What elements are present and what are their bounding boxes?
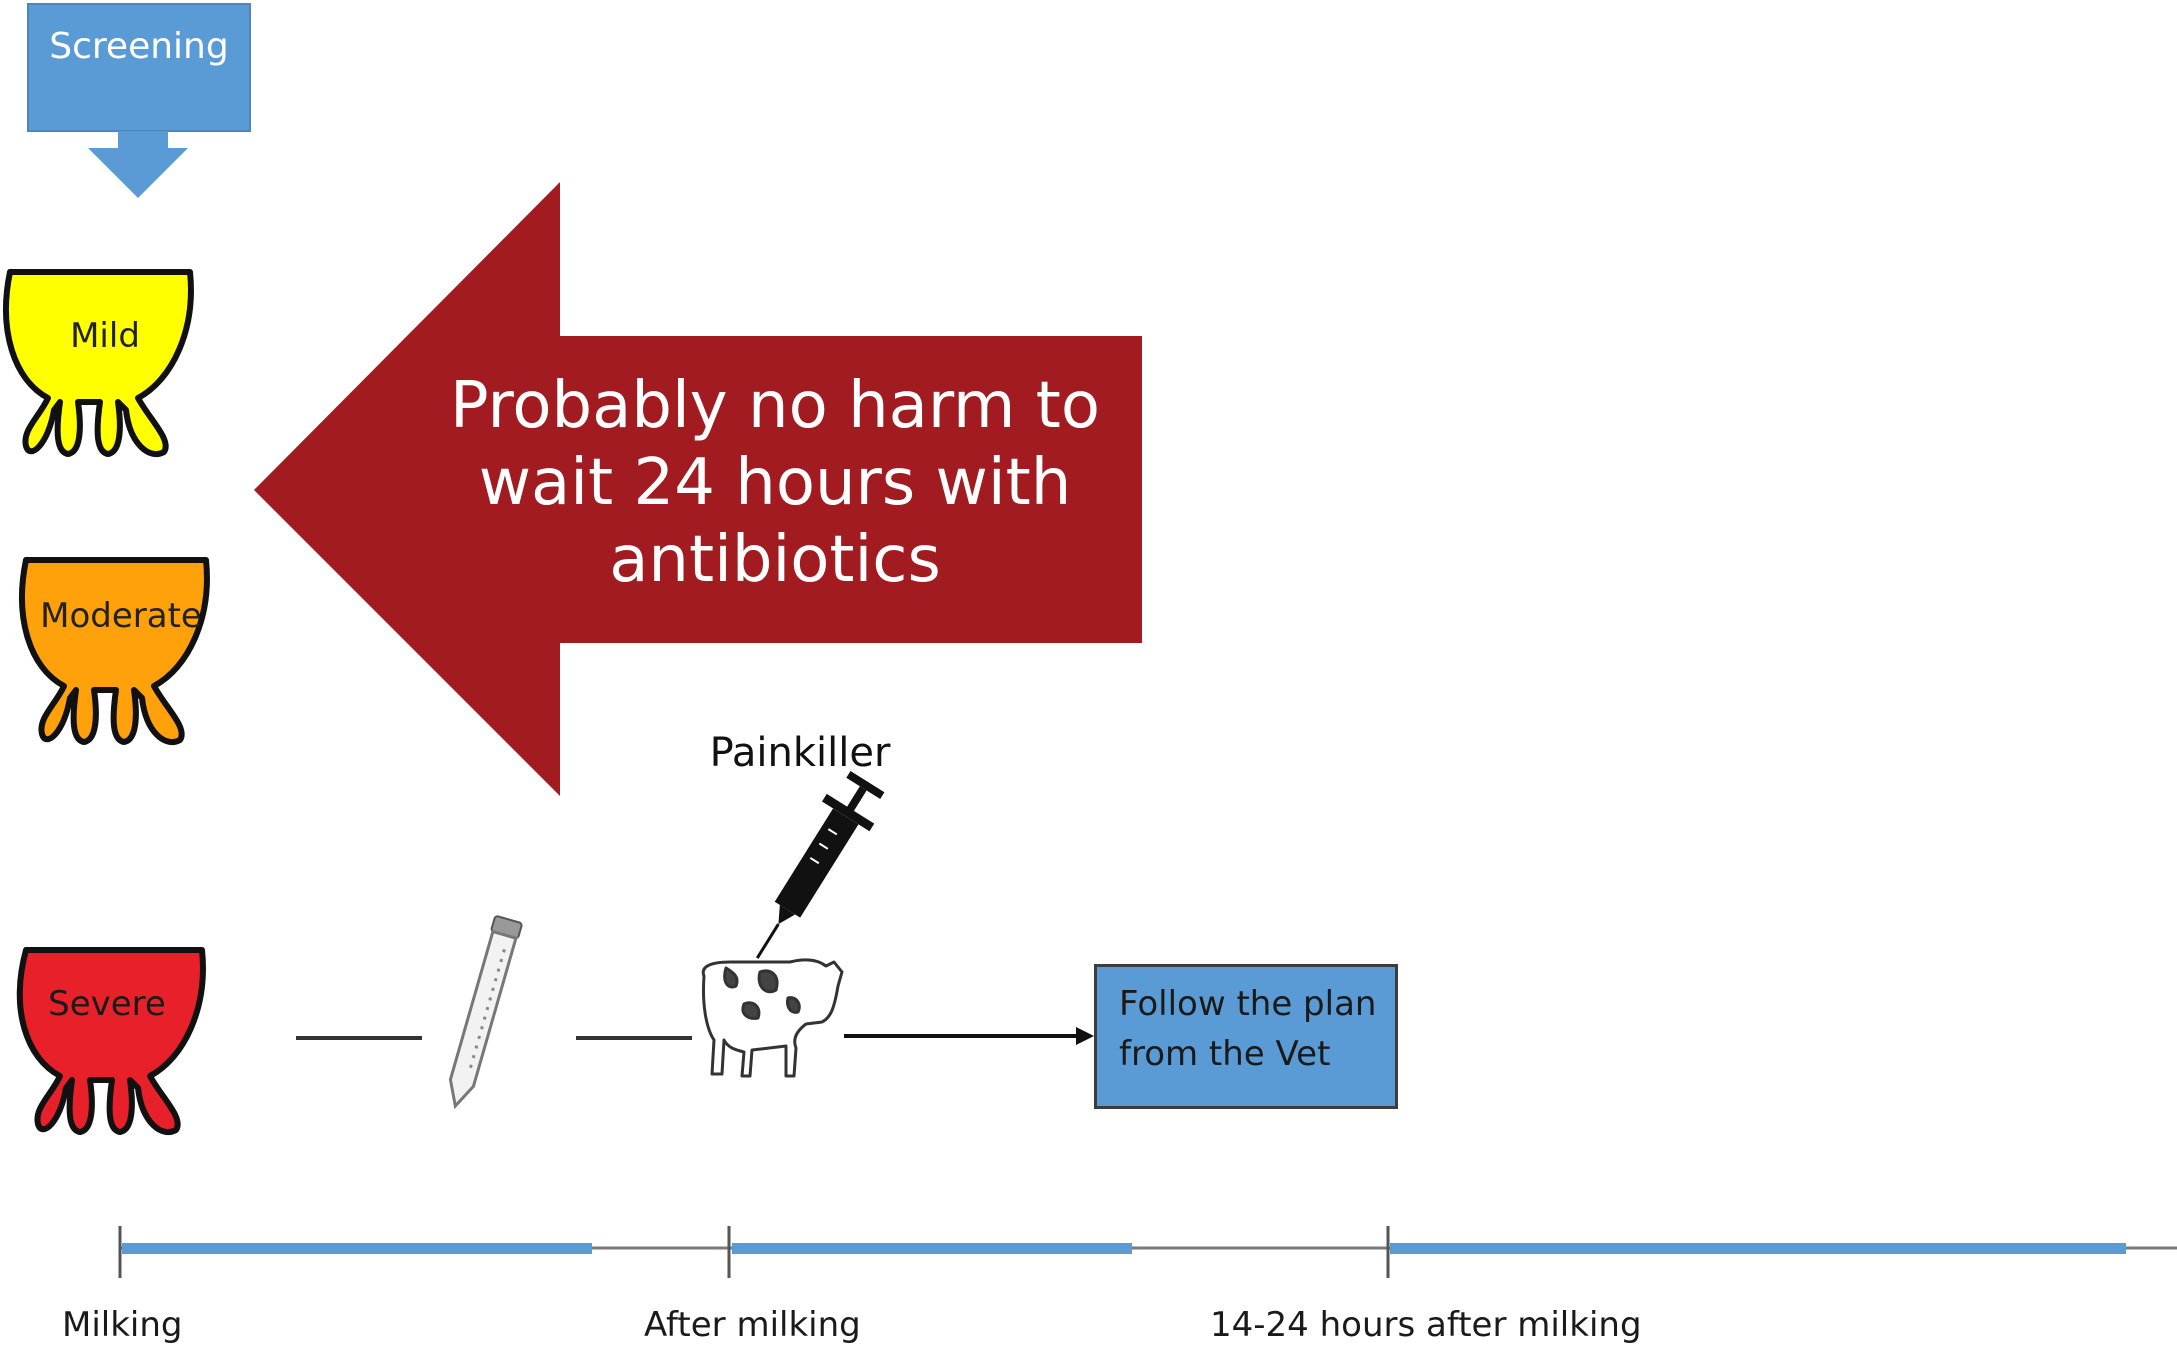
screening-label: Screening xyxy=(49,26,229,67)
vet-plan-box: Follow the plan from the Vet xyxy=(1094,964,1398,1109)
severe-label: Severe xyxy=(48,984,166,1024)
timeline-middle-label: After milking xyxy=(644,1305,861,1345)
big-left-arrow xyxy=(254,182,1142,796)
arrow-message: Probably no harm to wait 24 hours with a… xyxy=(450,369,1100,597)
timeline-start-label: Milking xyxy=(62,1305,183,1345)
vet-plan-text: Follow the plan from the Vet xyxy=(1119,984,1377,1074)
screening-callout xyxy=(27,3,251,198)
moderate-label: Moderate xyxy=(40,596,202,636)
mild-label: Mild xyxy=(70,316,140,356)
cow-icon xyxy=(701,958,844,1078)
moderate-udder-icon xyxy=(19,557,210,745)
severe-udder-icon xyxy=(16,947,206,1135)
test-tube-icon xyxy=(448,915,523,1110)
syringe-icon xyxy=(755,771,885,959)
painkiller-label: Painkiller xyxy=(709,730,891,776)
timeline-end-label: 14-24 hours after milking xyxy=(1210,1305,1642,1345)
connector-arrow xyxy=(844,1027,1094,1045)
timeline xyxy=(118,1226,2177,1278)
mild-udder-icon xyxy=(3,269,194,457)
